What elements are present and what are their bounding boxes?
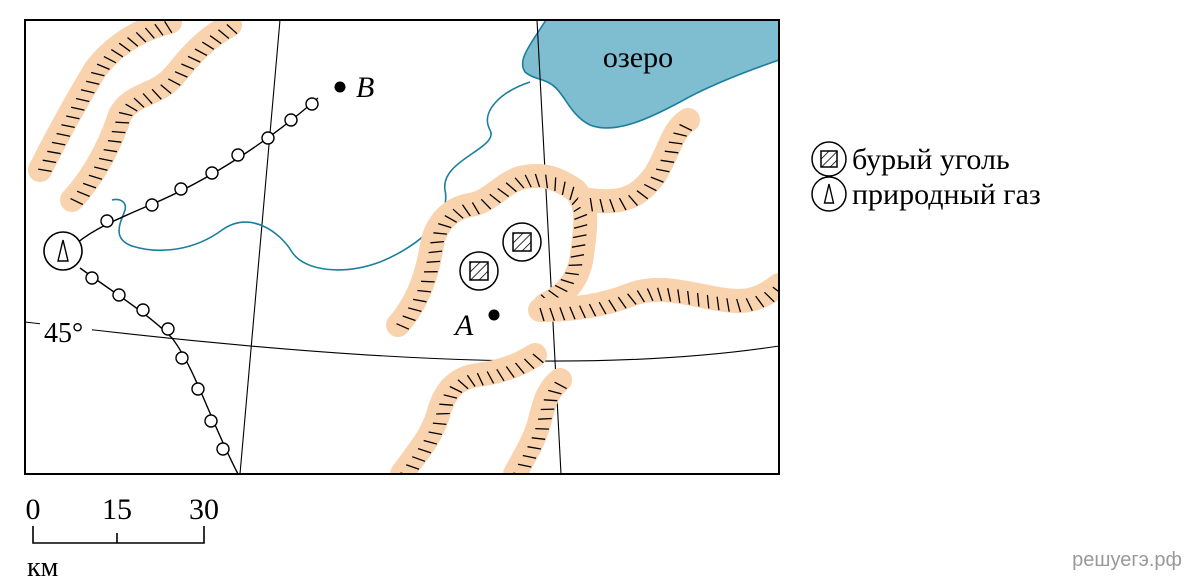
point-a-dot xyxy=(488,309,500,321)
mountain-band xyxy=(60,20,242,212)
lake-label: озеро xyxy=(603,41,673,74)
parallel-line xyxy=(25,321,779,362)
gas-pipeline xyxy=(76,97,319,474)
map-area: B A 45° озеро xyxy=(25,20,779,474)
mountain-band xyxy=(528,273,779,322)
brown-coal-icon xyxy=(502,222,542,262)
lake xyxy=(521,20,779,129)
mountain-hachures xyxy=(396,173,588,330)
pipeline-station xyxy=(100,214,114,228)
pipeline-station xyxy=(175,351,189,365)
brown-coal-icon xyxy=(811,141,847,177)
pipeline-station xyxy=(112,288,126,302)
scale-tick-label: 30 xyxy=(189,493,219,526)
map-frame xyxy=(24,19,780,475)
legend-label-brown-coal: бурый уголь xyxy=(852,143,1010,176)
watermark: решуегэ.рф xyxy=(1072,549,1182,571)
mountain-band xyxy=(28,20,182,182)
mountain-hachures xyxy=(400,353,544,474)
mountain-band xyxy=(390,343,547,474)
pipeline-station xyxy=(205,166,219,180)
point-a-label: A xyxy=(453,309,474,342)
pipeline-station xyxy=(284,113,298,127)
mountain-ridges xyxy=(28,20,779,474)
pipeline-station xyxy=(305,97,319,111)
point-b-label: B xyxy=(356,71,374,104)
pipeline-station xyxy=(145,198,159,212)
brown-coal-icon xyxy=(459,251,499,291)
pipeline-station xyxy=(136,303,150,317)
pipeline-station xyxy=(261,131,275,145)
natural-gas-icon xyxy=(811,176,847,212)
pipeline-station xyxy=(191,382,205,396)
mountain-band xyxy=(578,108,700,214)
mountain-hachures xyxy=(513,381,567,474)
scale-tick-label: 15 xyxy=(102,493,132,526)
pipeline-station xyxy=(85,271,99,285)
pipeline-station xyxy=(161,322,175,336)
legend-label-natural-gas: природный газ xyxy=(852,178,1041,211)
pipeline-station xyxy=(231,148,245,162)
natural-gas-icon xyxy=(43,231,83,271)
river xyxy=(111,81,531,271)
scale-bar: 0 15 30 км xyxy=(26,493,220,583)
pipeline-station xyxy=(204,414,218,428)
mountain-hachures xyxy=(589,123,693,213)
mountain-hachures xyxy=(539,286,779,322)
pipeline-stations xyxy=(85,97,319,456)
pipeline-station xyxy=(174,182,188,196)
latitude-label: 45° xyxy=(44,318,83,349)
scale-unit: км xyxy=(27,552,59,583)
point-b-dot xyxy=(334,81,346,93)
pipeline-station xyxy=(216,442,230,456)
legend: бурый уголь природный газ xyxy=(811,141,1041,212)
mountain-hachures xyxy=(38,20,173,173)
mountain-band xyxy=(503,368,572,474)
meridian-line xyxy=(239,20,281,474)
scale-tick-label: 0 xyxy=(26,493,41,526)
mountain-hachures xyxy=(70,24,238,206)
